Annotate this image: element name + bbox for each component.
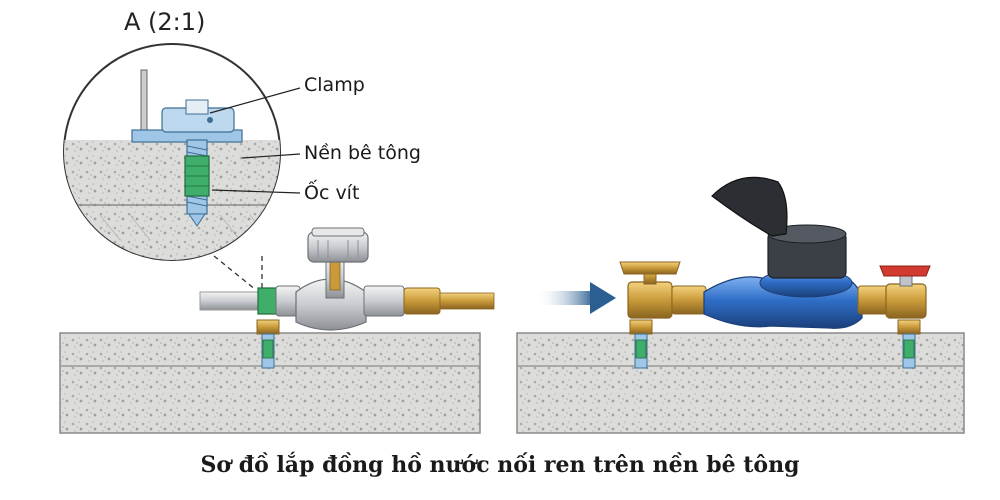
left-meter-assembly <box>199 227 495 369</box>
screw-label: Ốc vít <box>304 182 360 204</box>
diagram-caption: Sơ đồ lắp đồng hồ nước nối ren trên nền … <box>200 452 800 478</box>
detail-magnifier <box>63 43 281 261</box>
callout-leaders <box>209 87 301 194</box>
arrow-right-icon <box>536 282 616 314</box>
concrete-label: Nền bê tông <box>304 142 421 164</box>
clamp-label: Clamp <box>304 74 365 96</box>
right-concrete-slab <box>516 332 965 434</box>
right-meter-assembly <box>619 176 931 369</box>
detail-view-title: A (2:1) <box>124 8 206 36</box>
detail-connector <box>213 255 263 291</box>
